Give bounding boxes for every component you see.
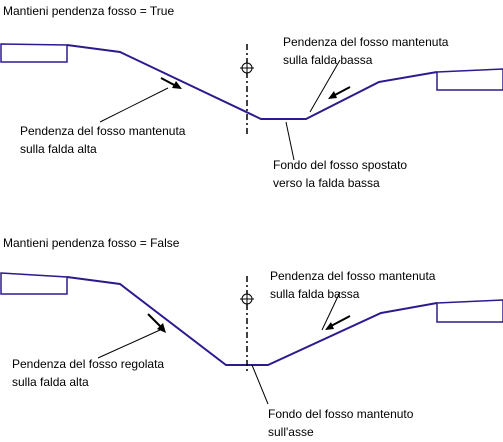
diagram-false-graphic xyxy=(0,272,503,405)
leader-bottom xyxy=(251,364,269,405)
ditch-profile xyxy=(66,44,438,120)
leader-right-slope xyxy=(321,291,341,331)
leader-bottom xyxy=(285,121,295,161)
centerline-icon xyxy=(240,292,254,306)
diagram-false-title: Mantieni pendenza fosso = False xyxy=(3,236,180,250)
left-road-slab xyxy=(0,272,68,295)
right-road-slab xyxy=(436,299,503,323)
right-slope-label: Pendenza del fosso mantenuta sulla falda… xyxy=(270,269,436,301)
right-road-slab xyxy=(436,68,503,91)
direction-arrow-icon xyxy=(328,86,351,99)
diagram-true-title: Mantieni pendenza fosso = True xyxy=(3,4,175,18)
direction-arrow-icon xyxy=(160,77,182,89)
leader-left-slope xyxy=(97,329,161,359)
left-slope-label: Pendenza del fosso regolata sulla falda … xyxy=(12,357,165,389)
leader-right-slope xyxy=(309,59,341,113)
left-slope-label: Pendenza del fosso mantenuta sulla falda… xyxy=(20,124,186,156)
left-road-slab xyxy=(0,43,68,63)
bottom-label: Fondo del fosso spostato verso la falda … xyxy=(273,158,408,190)
leader-left-slope xyxy=(99,87,169,123)
bottom-label: Fondo del fosso mantenuto sull'asse xyxy=(268,407,414,439)
centerline-icon xyxy=(240,61,254,75)
direction-arrow-icon xyxy=(325,315,351,330)
diagram-true-graphic xyxy=(0,43,503,161)
direction-arrow-icon xyxy=(147,313,166,333)
right-slope-label: Pendenza del fosso mantenuta sulla falda… xyxy=(283,35,449,67)
